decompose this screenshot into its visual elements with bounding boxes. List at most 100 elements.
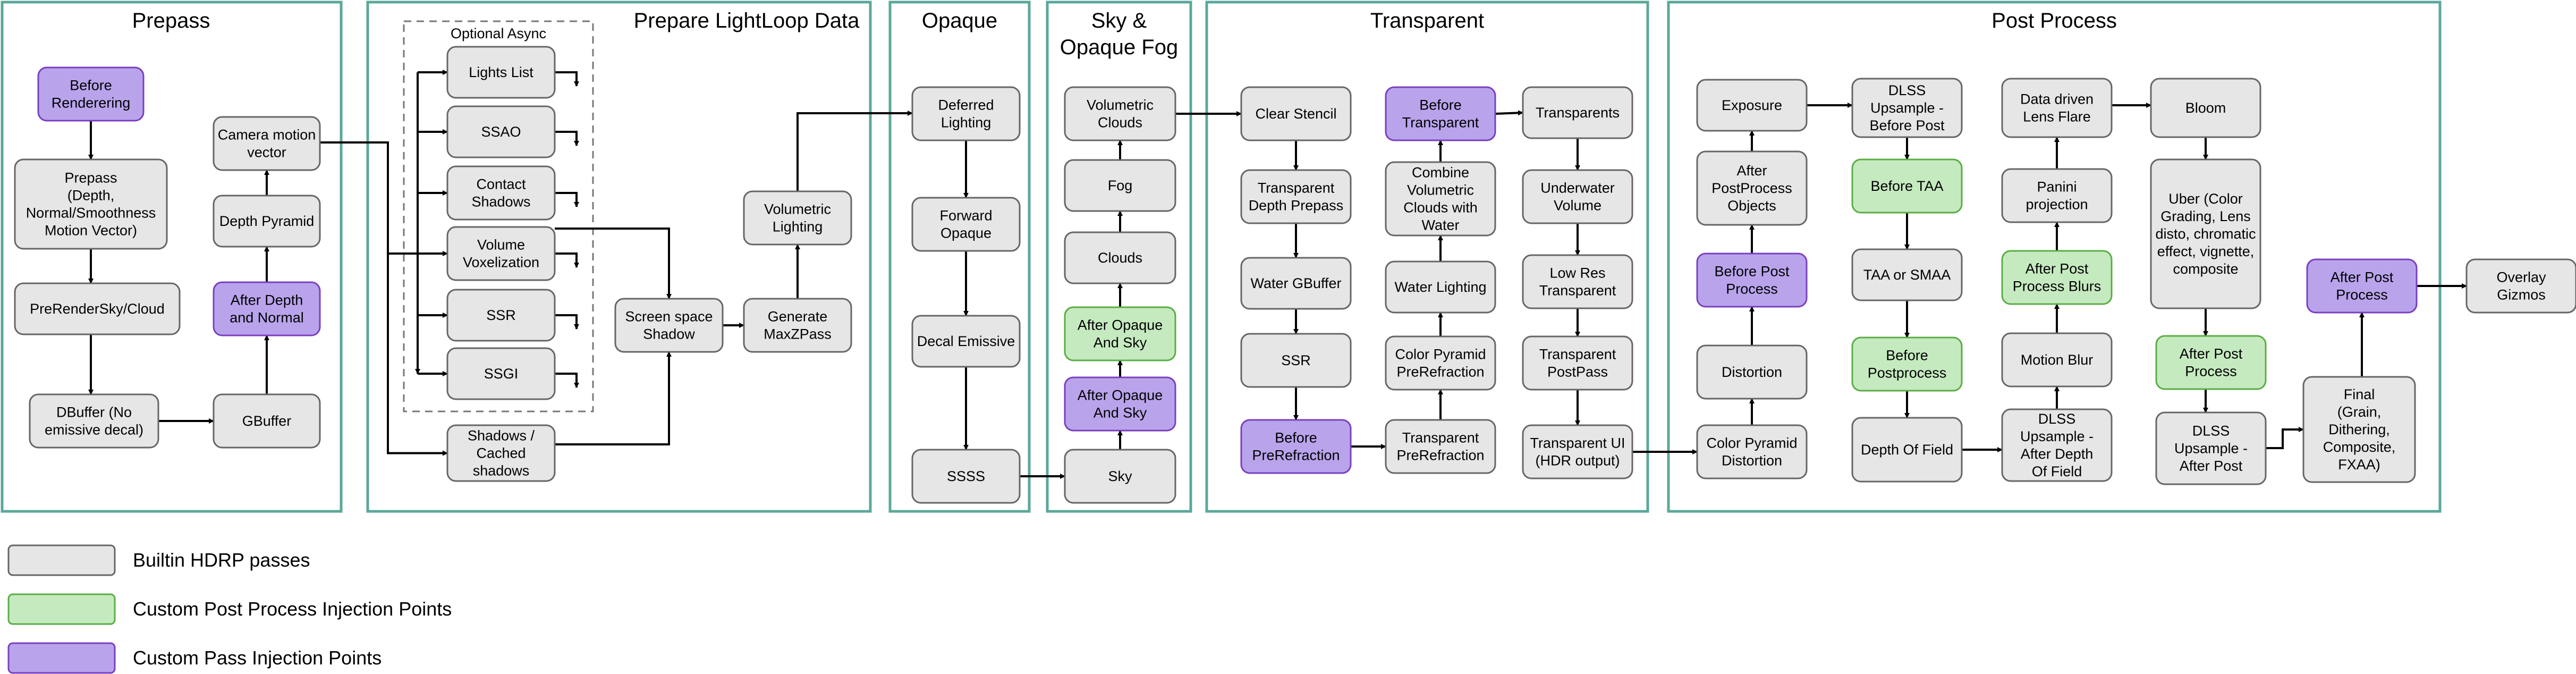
node-box <box>14 282 181 335</box>
node-bloom: Bloom <box>2150 78 2261 138</box>
node-label: Transparent <box>1402 430 1479 446</box>
legend-label: Custom Post Process Injection Points <box>133 598 452 620</box>
node-box <box>213 281 321 336</box>
node-label: Upsample - <box>1870 100 1944 116</box>
node-taa-smaa: TAA or SMAA <box>1851 248 1963 301</box>
node-distortion: Distortion <box>1696 344 1808 400</box>
node-box <box>1696 344 1808 400</box>
node-depth-pyramid: Depth Pyramid <box>213 195 321 248</box>
node-label: vector <box>247 145 286 161</box>
node-sky: Sky <box>1064 449 1176 504</box>
edge-ssr-ll-out <box>555 314 579 330</box>
node-label: MaxZPass <box>764 326 832 342</box>
node-label: Shadows / <box>468 428 535 444</box>
node-label: effect, vignette, <box>2157 243 2255 259</box>
node-box <box>1240 419 1352 474</box>
node-box <box>1522 335 1633 391</box>
section-prepass <box>1 1 343 513</box>
node-label: (Grain, <box>2337 404 2382 420</box>
edge-async-to-screen-space-shadow <box>555 228 672 299</box>
node-label: Process <box>2336 287 2388 303</box>
optional-async-box <box>403 20 594 412</box>
node-label: shadows <box>473 463 530 479</box>
node-box <box>446 46 556 99</box>
section-title-opaque: Opaque <box>922 9 997 32</box>
legend-swatch <box>7 642 116 674</box>
node-box <box>1696 79 1808 132</box>
node-label: Panini <box>2037 179 2077 195</box>
node-label: After Post <box>2180 458 2243 474</box>
node-box <box>2302 376 2416 483</box>
node-label: (Depth, <box>67 188 115 204</box>
node-label: SSR <box>486 307 516 323</box>
node-label: PostPass <box>1547 364 1608 380</box>
section-postprocess <box>1667 1 2442 513</box>
node-label: Transparent <box>1402 115 1479 131</box>
node-label: Depth Of Field <box>1861 442 1953 458</box>
section-title-prepass: Prepass <box>132 9 210 32</box>
node-label: After Post <box>2331 269 2394 285</box>
node-label: Lighting <box>773 219 823 235</box>
node-label: And Sky <box>1094 335 1147 351</box>
node-box <box>213 393 321 449</box>
node-label: Cached <box>476 445 526 461</box>
node-label: Forward <box>939 208 992 224</box>
node-decal-emissive: Decal Emissive <box>911 315 1021 368</box>
legend-label: Builtin HDRP passes <box>133 549 310 571</box>
node-label: Before Post <box>1714 264 1790 280</box>
node-box <box>2150 158 2261 309</box>
node-label: Volume <box>477 237 525 253</box>
node-box <box>911 449 1021 504</box>
node-box <box>1696 424 1808 479</box>
node-box <box>2155 335 2267 390</box>
node-box <box>37 66 145 122</box>
node-label: PreRefraction <box>1396 364 1484 380</box>
node-box <box>1385 419 1496 474</box>
node-box <box>446 226 556 281</box>
node-label: Process <box>1726 281 1778 297</box>
node-label: PostProcess <box>1711 180 1792 196</box>
node-label: Before <box>1275 430 1317 446</box>
node-box <box>1696 150 1808 226</box>
node-box <box>2001 250 2113 305</box>
node-label: Clouds with <box>1403 200 1478 216</box>
node-box <box>1240 169 1352 224</box>
edge-lights-list-out <box>555 71 579 87</box>
node-label: Before <box>1419 97 1462 113</box>
node-box <box>2001 408 2113 482</box>
node-box <box>2306 258 2418 314</box>
node-box <box>1240 333 1352 388</box>
node-label: SSR <box>1281 352 1311 368</box>
node-label: PreRenderSky/Cloud <box>30 301 165 317</box>
node-label: Sky <box>1108 468 1132 484</box>
node-label: Generate <box>768 309 828 325</box>
node-label: After <box>1736 163 1767 179</box>
edge-before-transparent-to-transparents <box>1495 110 1523 116</box>
node-box <box>1385 161 1496 237</box>
node-motion-blur: Motion Blur <box>2001 332 2113 387</box>
node-label: disto, chromatic <box>2155 226 2256 242</box>
node-box <box>1522 424 1633 479</box>
node-label: DBuffer (No <box>56 405 132 420</box>
node-box <box>1522 86 1633 139</box>
node-label: PreRefraction <box>1396 448 1484 464</box>
node-label: Color Pyramid <box>1706 435 1797 451</box>
node-label: Prepass <box>64 170 117 186</box>
node-ssr-tr: SSR <box>1240 333 1352 388</box>
node-box <box>1851 336 1963 392</box>
node-box <box>1385 260 1496 314</box>
node-label: Voxelization <box>463 255 539 271</box>
node-lights-list: Lights List <box>446 46 556 99</box>
node-label: Data driven <box>2020 91 2094 107</box>
section-opaque <box>888 1 1031 513</box>
